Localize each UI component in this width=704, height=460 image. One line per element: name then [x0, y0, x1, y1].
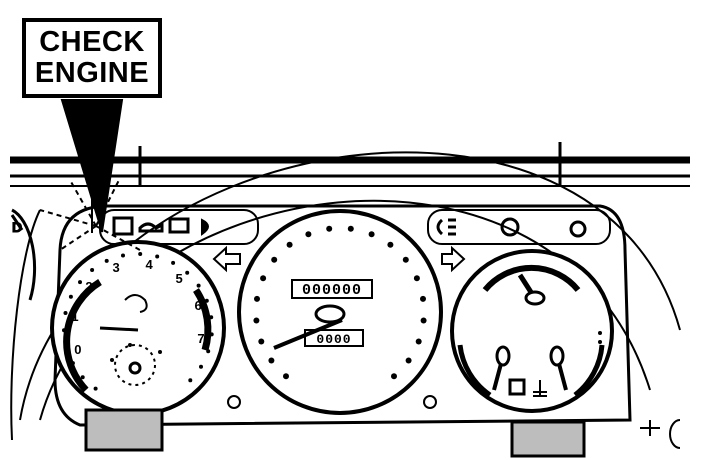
speedometer-tick [347, 225, 354, 232]
speedometer-tick [326, 225, 333, 232]
check-engine-callout: CHECK ENGINE [22, 18, 162, 98]
fog-light-icon [436, 218, 456, 236]
tachometer-scale-number: 0 [74, 342, 81, 357]
battery-icon [168, 217, 190, 234]
odometer-digits: 000000 [302, 282, 362, 299]
speedometer-tick [258, 338, 265, 345]
oil-pressure-icon [138, 222, 164, 233]
speedometer-tick [283, 373, 289, 380]
tachometer-scale-number: 6 [194, 298, 201, 313]
tachometer-tick [104, 258, 109, 263]
tachometer-tick [138, 252, 143, 256]
tachometer-scale-number: 2 [85, 279, 92, 294]
left-edge-gauge: D [10, 208, 37, 301]
tachometer-tick [155, 254, 160, 259]
cluster-housing [53, 204, 632, 427]
tachometer-scale-number: 7 [197, 331, 204, 346]
tachometer-tick [68, 294, 73, 299]
tachometer-tick [206, 349, 211, 354]
tachometer-scale-number: 5 [175, 271, 182, 286]
tachometer-tick [70, 361, 75, 366]
speedometer-tick [387, 241, 394, 248]
tachometer-tick [64, 345, 69, 350]
tachometer-tick [62, 328, 66, 333]
brake-warning-icon [569, 220, 587, 238]
cluster-screws [227, 395, 437, 409]
trip-display [304, 329, 364, 347]
tachometer-tick [209, 332, 214, 337]
callout-ray-lines [39, 177, 141, 251]
speedometer-tick [286, 241, 293, 248]
tachometer-tick [171, 260, 176, 265]
tachometer-tick [196, 283, 201, 288]
tachometer-scale-number: 1 [71, 309, 78, 324]
parking-brake-icon [500, 217, 520, 237]
tachometer-tick [78, 280, 82, 285]
trip-digits: 0000 [316, 332, 351, 347]
tachometer-scale-number: 4 [145, 257, 153, 272]
dashboard-rails [10, 142, 690, 187]
tachometer-tick [63, 311, 68, 315]
speedometer-tick [402, 256, 409, 263]
speedometer-tick [305, 231, 312, 238]
odometer-display [291, 279, 373, 299]
tachometer-tick [188, 378, 193, 383]
tachometer-tick [80, 375, 85, 380]
tachometer-tick [204, 298, 209, 303]
speedometer-tick [271, 256, 278, 263]
right-indicator-panel [427, 209, 611, 245]
speedometer: 000000 0000 [237, 209, 443, 415]
left-turn-arrow-icon [212, 245, 241, 273]
headlight-icon [201, 218, 209, 236]
speedometer-tick [253, 317, 260, 324]
speedometer-tick [420, 317, 427, 324]
speedometer-tick [268, 357, 275, 364]
callout-line-1: CHECK [39, 26, 145, 58]
speedometer-tick [368, 231, 375, 238]
right-edge-fittings [640, 419, 681, 449]
speedometer-tick [391, 373, 397, 380]
tachometer-tick [185, 270, 190, 275]
fuel-temperature-gauge [450, 249, 614, 413]
speedometer-tick [260, 275, 267, 282]
speedometer-needle [273, 318, 343, 350]
speedometer-tick [413, 275, 420, 282]
speedometer-tick [405, 357, 412, 364]
tachometer-needle [99, 326, 139, 332]
tachometer-tick [93, 386, 98, 391]
speedometer-tick [420, 295, 426, 302]
check-engine-lamp-icon [112, 216, 134, 236]
fuel-pump-icon [508, 378, 526, 396]
tachometer-scale-number: 3 [112, 260, 119, 275]
right-turn-arrow-icon [441, 245, 466, 273]
tachometer-tick [121, 253, 125, 258]
steering-column-stubs [84, 408, 586, 458]
tachometer-small-dial [114, 344, 156, 386]
speedometer-tick [415, 338, 422, 345]
coolant-temp-icon [533, 380, 547, 397]
tachometer-tick [209, 315, 214, 320]
speedometer-tick [254, 295, 260, 302]
callout-line-2: ENGINE [34, 57, 150, 89]
tachometer-tick [90, 268, 95, 272]
tachometer-tick [199, 364, 203, 369]
svg-text:D: D [12, 219, 22, 235]
